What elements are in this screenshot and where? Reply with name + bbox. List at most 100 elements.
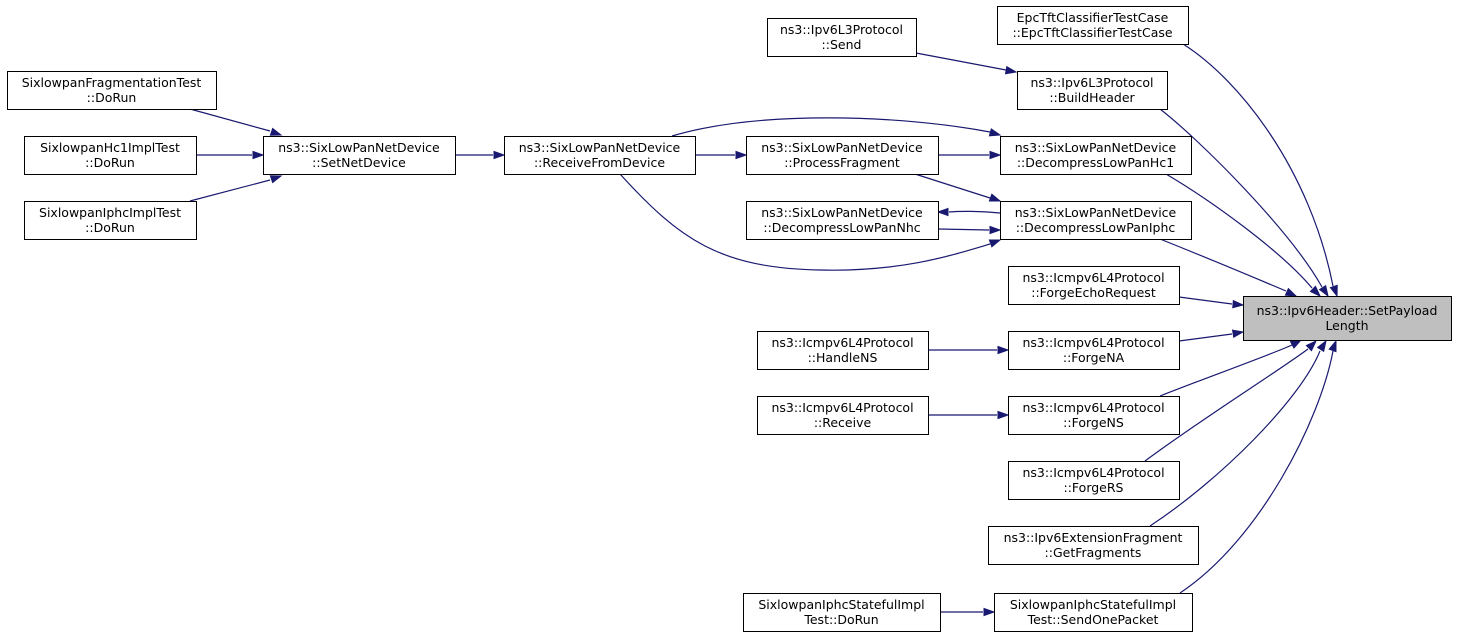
edge-dechc1-to-setpayload bbox=[1165, 173, 1322, 298]
node-label: SixlowpanIphcStatefulImpl bbox=[1010, 597, 1176, 612]
edge-line bbox=[671, 117, 991, 137]
node-label: SixlowpanHc1ImplTest bbox=[40, 140, 180, 155]
arrowhead bbox=[1316, 339, 1327, 353]
arrowhead bbox=[989, 150, 1002, 160]
node-sendonepacket[interactable]: SixlowpanIphcStatefulImplTest::SendOnePa… bbox=[994, 593, 1193, 632]
node-box bbox=[24, 136, 197, 175]
node-forgers[interactable]: ns3::Icmpv6L4Protocol::ForgeRS bbox=[1008, 461, 1180, 500]
edge-line bbox=[914, 173, 991, 199]
node-label: ::ProcessFragment bbox=[784, 155, 900, 170]
node-processfrag[interactable]: ns3::SixLowPanNetDevice::ProcessFragment bbox=[746, 136, 939, 175]
edge-line bbox=[1165, 173, 1313, 289]
node-label: ::GetFragments bbox=[1045, 545, 1142, 560]
arrowhead bbox=[735, 150, 748, 160]
node-label: ns3::Ipv6ExtensionFragment bbox=[1004, 530, 1183, 545]
edge-getfrags-to-setpayload bbox=[1149, 339, 1327, 527]
node-dechc1[interactable]: ns3::SixLowPanNetDevice::DecompressLowPa… bbox=[1000, 136, 1192, 175]
node-box bbox=[1008, 331, 1180, 370]
edge-line bbox=[1178, 296, 1233, 305]
node-box bbox=[1008, 266, 1180, 305]
arrowhead bbox=[1318, 284, 1329, 298]
node-receivefrom[interactable]: ns3::SixLowPanNetDevice::ReceiveFromDevi… bbox=[504, 136, 696, 175]
node-label: ::ForgeNA bbox=[1063, 350, 1125, 365]
node-label: ::DecompressLowPanNhc bbox=[763, 220, 920, 235]
node-handlens[interactable]: ns3::Icmpv6L4Protocol::HandleNS bbox=[757, 331, 929, 370]
node-fragtest[interactable]: SixlowpanFragmentationTest::DoRun bbox=[7, 71, 217, 110]
node-box bbox=[994, 593, 1193, 632]
node-label: ns3::Ipv6L3Protocol bbox=[1030, 75, 1153, 90]
node-epctft[interactable]: EpcTftClassifierTestCase::EpcTftClassifi… bbox=[997, 6, 1189, 45]
edge-setnetdevice-to-receivefrom bbox=[455, 150, 506, 160]
node-label: SixlowpanFragmentationTest bbox=[22, 75, 202, 90]
node-box bbox=[757, 331, 929, 370]
arrowhead bbox=[1309, 285, 1322, 298]
node-label: ::SetNetDevice bbox=[312, 155, 406, 170]
arrowhead bbox=[252, 150, 265, 160]
node-box bbox=[743, 593, 941, 632]
node-label: ns3::SixLowPanNetDevice bbox=[1015, 140, 1177, 155]
node-deciphc[interactable]: ns3::SixLowPanNetDevice::DecompressLowPa… bbox=[1000, 201, 1192, 240]
node-setnetdevice[interactable]: ns3::SixLowPanNetDevice::SetNetDevice bbox=[263, 136, 456, 175]
edge-receive-to-forgens bbox=[928, 410, 1010, 420]
arrowhead bbox=[493, 150, 506, 160]
edge-processfrag-to-deciphc bbox=[914, 173, 1002, 202]
node-label: Test::DoRun bbox=[803, 612, 878, 627]
edge-line bbox=[948, 210, 1001, 214]
edge-line bbox=[1159, 344, 1293, 397]
node-decnhc[interactable]: ns3::SixLowPanNetDevice::DecompressLowPa… bbox=[746, 201, 939, 240]
node-label: ::Send bbox=[822, 37, 862, 52]
node-label: ::ReceiveFromDevice bbox=[534, 155, 665, 170]
edge-line bbox=[1182, 43, 1334, 287]
node-hc1test[interactable]: SixlowpanHc1ImplTest::DoRun bbox=[24, 136, 197, 175]
edge-iphctest-to-setnetdevice bbox=[189, 175, 283, 202]
edge-forgers-to-setpayload bbox=[1144, 339, 1318, 462]
node-buildheader[interactable]: ns3::Ipv6L3Protocol::BuildHeader bbox=[1017, 71, 1168, 110]
node-label: ::Receive bbox=[814, 415, 872, 430]
node-label: ::DoRun bbox=[85, 220, 135, 235]
edge-epctft-to-setpayload bbox=[1182, 43, 1338, 298]
edge-receivefrom-to-dechc1 bbox=[671, 117, 1002, 137]
node-receive[interactable]: ns3::Icmpv6L4Protocol::Receive bbox=[757, 396, 929, 435]
node-box bbox=[1008, 461, 1180, 500]
node-l3send[interactable]: ns3::Ipv6L3Protocol::Send bbox=[767, 18, 917, 57]
edge-handlens-to-forgena bbox=[928, 345, 1010, 355]
node-label: ::ForgeEchoRequest bbox=[1031, 285, 1156, 300]
edge-forgena-to-setpayload bbox=[1178, 329, 1245, 342]
node-getfrags[interactable]: ns3::Ipv6ExtensionFragment::GetFragments bbox=[988, 526, 1199, 565]
node-forgeecho[interactable]: ns3::Icmpv6L4Protocol::ForgeEchoRequest bbox=[1008, 266, 1180, 305]
arrowhead bbox=[1289, 339, 1303, 349]
node-box bbox=[746, 201, 939, 240]
node-box bbox=[504, 136, 696, 175]
edge-line bbox=[1149, 350, 1321, 527]
edge-l3send-to-buildheader bbox=[915, 52, 1018, 75]
node-label: ns3::SixLowPanNetDevice bbox=[761, 140, 923, 155]
edge-fragtest-to-setnetdevice bbox=[189, 108, 283, 136]
edge-line bbox=[915, 52, 1007, 71]
node-forgens[interactable]: ns3::Icmpv6L4Protocol::ForgeNS bbox=[1008, 396, 1180, 435]
edge-line bbox=[1178, 333, 1233, 342]
arrowhead bbox=[1305, 339, 1318, 352]
arrowhead bbox=[997, 345, 1010, 355]
node-iphctest[interactable]: SixlowpanIphcImplTest::DoRun bbox=[24, 201, 197, 240]
node-box bbox=[746, 136, 939, 175]
arrowhead bbox=[997, 410, 1010, 420]
edge-decnhc-to-deciphc bbox=[937, 225, 1002, 235]
node-forgena[interactable]: ns3::Icmpv6L4Protocol::ForgeNA bbox=[1008, 331, 1180, 370]
arrowhead bbox=[988, 128, 1002, 137]
node-label: ns3::Icmpv6L4Protocol bbox=[1022, 400, 1164, 415]
arrowhead bbox=[936, 207, 949, 217]
node-box bbox=[1008, 396, 1180, 435]
edge-line bbox=[937, 228, 990, 231]
arrowhead bbox=[1329, 284, 1338, 298]
node-label: ns3::Icmpv6L4Protocol bbox=[1022, 335, 1164, 350]
edge-line bbox=[1179, 350, 1334, 594]
edge-line bbox=[1159, 108, 1323, 288]
node-label: ::HandleNS bbox=[808, 350, 878, 365]
edge-deciphc-to-decnhc bbox=[936, 207, 1001, 217]
edge-forgeecho-to-setpayload bbox=[1178, 296, 1245, 309]
edge-line bbox=[1159, 238, 1287, 292]
